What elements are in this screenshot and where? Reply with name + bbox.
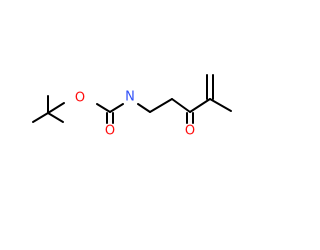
nitrogen-label: N <box>125 90 135 105</box>
bond-ch2-to-ch2 <box>149 98 173 113</box>
ketone-oxygen-label: O <box>185 124 195 139</box>
bond-tbu-methyl-left <box>32 112 49 123</box>
bond-alkene-carbon-to-methyl <box>209 98 232 112</box>
bond-ch2-to-ketone-carbon <box>171 98 191 113</box>
bond-nitrogen-to-ch2 <box>137 103 151 113</box>
molecule-structure-diagram: O O N O <box>32 74 232 139</box>
ester-oxygen-label: O <box>75 91 85 106</box>
bond-tbu-to-ester-oxygen <box>47 102 65 114</box>
bond-tbu-methyl-bottom <box>47 112 64 123</box>
bond-ketone-carbon-to-alkene-carbon <box>189 98 211 113</box>
carbamate-carbonyl-oxygen-label: O <box>105 124 115 139</box>
bond-ester-oxygen-to-carbonyl-carbon <box>96 103 111 113</box>
bond-carbonyl-carbon-to-nitrogen <box>109 103 124 113</box>
